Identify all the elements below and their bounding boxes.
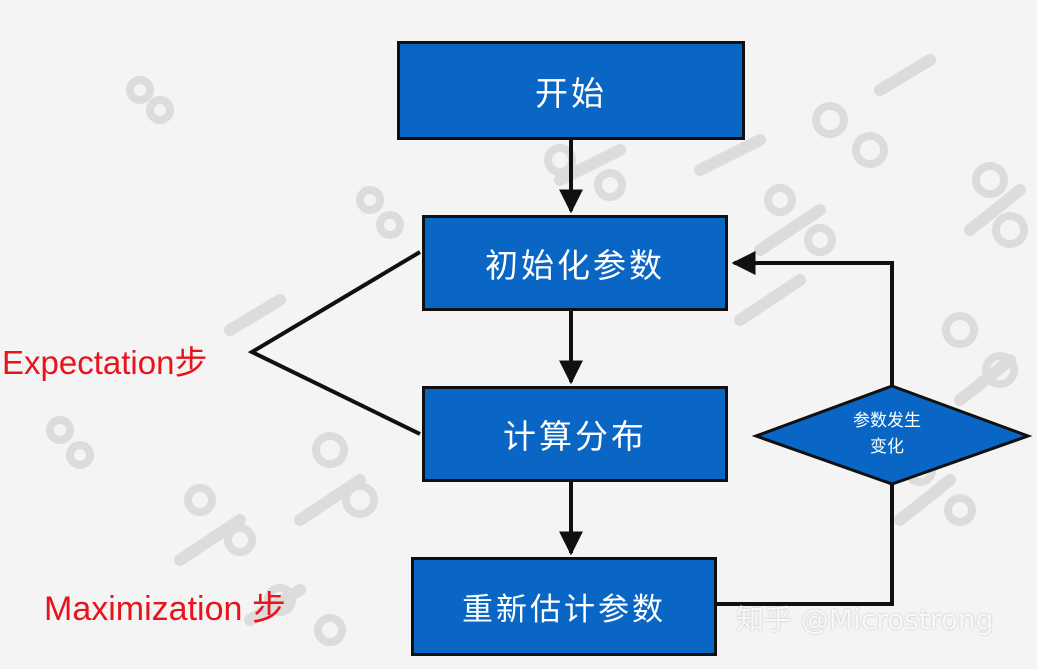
decision-diamond <box>751 384 1033 486</box>
compute-distribution-node: 计算分布 <box>422 386 728 482</box>
watermark: 知乎 @Microstrong <box>736 603 994 636</box>
expectation-step-label: Expectation步 <box>2 344 208 381</box>
decision-label: 参数发生 变化 <box>818 408 956 460</box>
decision-label-line1: 参数发生 <box>853 411 921 431</box>
init-params-node: 初始化参数 <box>422 215 728 311</box>
start-node: 开始 <box>397 41 745 140</box>
feedback-arrow-to-init <box>731 251 894 390</box>
reestimate-params-node: 重新估计参数 <box>411 557 717 656</box>
feedback-line-to-decision <box>717 482 894 606</box>
decision-label-line2: 变化 <box>870 437 904 457</box>
maximization-step-label: Maximization 步 <box>44 590 286 628</box>
expectation-bracket <box>247 250 422 436</box>
